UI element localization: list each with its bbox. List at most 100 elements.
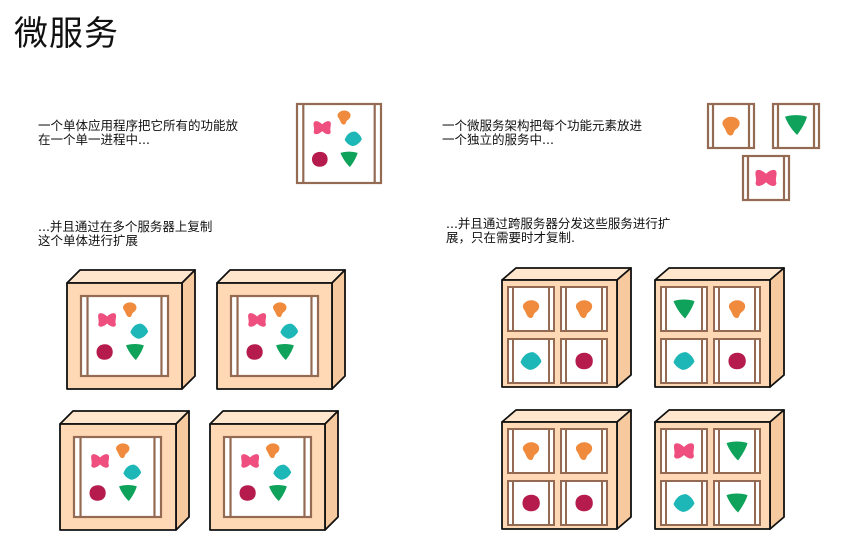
crimson-circle-icon xyxy=(96,344,113,360)
pink-bowtie-icon xyxy=(241,454,260,468)
microservice-server-3 xyxy=(501,409,632,530)
process-frame xyxy=(660,338,708,384)
orange-blob-icon xyxy=(266,443,280,459)
teal-diamond-icon xyxy=(673,494,695,512)
orange-blob-icon xyxy=(273,302,287,318)
microservice-server-cluster xyxy=(501,267,785,530)
server-side-face xyxy=(769,409,785,530)
teal-diamond-icon xyxy=(520,352,542,370)
server-side-face xyxy=(181,269,196,390)
monolith-app-box xyxy=(79,294,170,378)
process-frame xyxy=(706,102,756,150)
microservice-orange xyxy=(560,286,608,332)
orange-blob-icon xyxy=(337,110,351,125)
orange-blob-icon xyxy=(522,300,540,318)
pink-bowtie-icon xyxy=(98,313,117,327)
microservices-caption-separate-services: 一个微服务架构把每个功能元素放进 一个独立的服务中... xyxy=(442,118,643,147)
pink-bowtie-icon xyxy=(313,121,331,135)
crimson-circle-icon xyxy=(239,485,256,501)
crimson-circle-icon xyxy=(728,352,746,370)
monolith-caption-scaling: ...并且通过在多个服务器上复制 这个单体进行扩展 xyxy=(38,219,213,248)
green-triangle-icon xyxy=(276,343,294,361)
green-triangle-icon xyxy=(785,115,807,135)
server-side-face xyxy=(616,267,632,388)
teal-diamond-icon xyxy=(673,352,695,370)
pink-bowtie-icon xyxy=(248,313,267,327)
microservices-caption-distribution: ...并且通过跨服务器分发这些服务进行扩 展，只在需要时才复制. xyxy=(446,216,671,245)
microservice-teal xyxy=(507,338,555,384)
crimson-circle-icon xyxy=(575,494,593,512)
crimson-circle-icon xyxy=(311,151,328,167)
monolith-app-box xyxy=(72,435,163,519)
teal-diamond-icon xyxy=(344,131,362,147)
green-triangle-icon xyxy=(119,484,137,502)
server-top-face xyxy=(501,409,632,423)
orange-blob-icon xyxy=(575,442,593,460)
microservice-orange xyxy=(507,428,555,474)
server-side-face xyxy=(331,269,346,390)
monolith-app-box xyxy=(295,102,383,185)
pink-bowtie-icon xyxy=(91,454,110,468)
orange-blob-icon xyxy=(722,116,740,136)
microservice-orange xyxy=(706,102,756,150)
process-frame xyxy=(560,428,608,474)
server-side-face xyxy=(175,410,190,531)
microservice-crimson xyxy=(713,338,761,384)
green-triangle-icon xyxy=(340,151,358,168)
green-triangle-icon xyxy=(726,493,748,513)
server-side-face xyxy=(324,410,339,531)
server-top-face xyxy=(654,267,785,281)
green-triangle-icon xyxy=(269,484,287,502)
microservice-crimson xyxy=(507,480,555,526)
microservice-teal xyxy=(660,480,708,526)
server-top-face xyxy=(66,269,196,284)
crimson-circle-icon xyxy=(89,485,106,501)
microservice-units xyxy=(706,102,821,202)
microservice-pink xyxy=(741,154,791,202)
microservice-green xyxy=(660,286,708,332)
teal-diamond-icon xyxy=(280,323,299,339)
microservice-green xyxy=(771,102,821,150)
monolith-server-1 xyxy=(66,269,196,390)
server-top-face xyxy=(654,409,785,423)
crimson-circle-icon xyxy=(575,352,593,370)
microservice-orange xyxy=(560,428,608,474)
monolith-application xyxy=(295,102,383,185)
microservice-orange xyxy=(713,286,761,332)
server-top-face xyxy=(209,410,339,425)
microservice-teal xyxy=(660,338,708,384)
server-side-face xyxy=(769,267,785,388)
process-frame xyxy=(72,435,163,519)
microservice-server-4 xyxy=(654,409,785,530)
monolith-server-3 xyxy=(59,410,190,531)
page-title: 微服务 xyxy=(14,14,119,54)
teal-diamond-icon xyxy=(123,464,142,480)
microservice-server-2 xyxy=(654,267,785,388)
orange-blob-icon xyxy=(116,443,130,459)
server-top-face xyxy=(59,410,190,425)
crimson-circle-icon xyxy=(522,494,540,512)
orange-blob-icon xyxy=(123,302,137,318)
microservice-server-1 xyxy=(501,267,632,388)
green-triangle-icon xyxy=(673,299,695,319)
microservice-green xyxy=(713,480,761,526)
orange-blob-icon xyxy=(575,300,593,318)
microservice-crimson xyxy=(560,338,608,384)
monolith-caption-single-process: 一个单体应用程序把它所有的功能放 在一个单一进程中... xyxy=(38,118,239,147)
green-triangle-icon xyxy=(126,343,144,361)
microservice-pink xyxy=(660,428,708,474)
microservice-green xyxy=(713,428,761,474)
monolith-server-2 xyxy=(216,269,346,390)
process-frame xyxy=(560,480,608,526)
microservice-orange xyxy=(507,286,555,332)
microservice-crimson xyxy=(560,480,608,526)
orange-blob-icon xyxy=(522,442,540,460)
monolith-server-cluster xyxy=(59,269,346,531)
server-top-face xyxy=(216,269,346,284)
monolith-app-box xyxy=(229,294,320,378)
crimson-circle-icon xyxy=(246,344,263,360)
server-side-face xyxy=(616,409,632,530)
server-top-face xyxy=(501,267,632,281)
teal-diamond-icon xyxy=(130,323,149,339)
